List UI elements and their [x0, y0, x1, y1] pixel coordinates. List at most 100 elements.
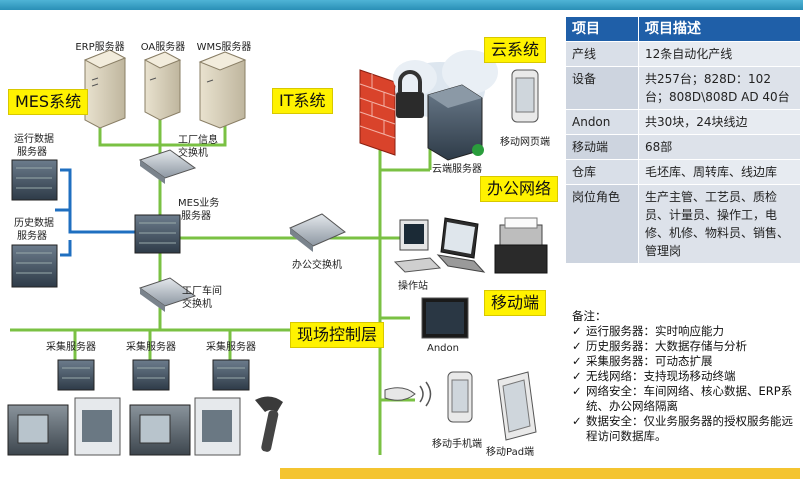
- run-data-server-label-1: 运行数据: [14, 134, 54, 145]
- cloud-server-label: 云端服务器: [432, 164, 482, 175]
- erp-server-icon: [83, 49, 127, 129]
- callout-office-network: 办公网络: [480, 176, 559, 202]
- note-text: 数据安全：仅业务服务器的授权服务能远程访问数据库。: [586, 414, 793, 443]
- note-item: ✓ 网络安全：车间网络、核心数据、ERP系统、办公网络隔离: [572, 384, 798, 414]
- printer-icon: [494, 217, 548, 274]
- note-item: ✓ 采集服务器：可动态扩展: [572, 354, 798, 369]
- table-value: 共30块，24块线边: [638, 109, 801, 135]
- note-text: 采集服务器：可动态扩展: [586, 354, 713, 368]
- collect-server-2-icon: [132, 359, 170, 391]
- mobile-web-phone-icon: [511, 69, 539, 123]
- run-data-server-label-2: 服务器: [17, 147, 47, 158]
- mobile-pad-icon: [497, 371, 537, 441]
- blue-links: [55, 168, 140, 257]
- notes-block: 备注： ✓ 运行服务器：实时响应能力 ✓ 历史服务器：大数据存储与分析 ✓ 采集服务器…: [572, 309, 798, 444]
- table-key: Andon: [565, 109, 639, 135]
- table-value: 生产主管、工艺员、质检员、计量员、操作工，电修、机修、物料员、销售、管理岗: [638, 184, 801, 264]
- workshop-switch-icon: [138, 277, 197, 312]
- note-item: ✓ 无线网络：支持现场移动终端: [572, 369, 798, 384]
- mobile-pad-label: 移动Pad端: [486, 447, 535, 458]
- table-key: 仓库: [565, 159, 639, 185]
- collect-server-label-2: 采集服务器: [126, 342, 176, 353]
- collect-server-label-3: 采集服务器: [206, 342, 256, 353]
- note-text: 运行服务器：实时响应能力: [586, 324, 724, 338]
- table-key: 设备: [565, 66, 639, 110]
- note-item: ✓ 历史服务器：大数据存储与分析: [572, 339, 798, 354]
- firewall-icon: [359, 69, 396, 156]
- table-value: 68部: [638, 134, 801, 160]
- note-item: ✓ 运行服务器：实时响应能力: [572, 324, 798, 339]
- andon-label: Andon: [427, 343, 459, 354]
- top-banner: [0, 0, 803, 10]
- workstation-icon: [393, 219, 442, 273]
- callout-cloud-system: 云系统: [484, 37, 547, 63]
- workshop-switch-label-2: 交换机: [182, 299, 212, 310]
- mobile-handset-icon: [447, 371, 473, 423]
- note-text: 网络安全：车间网络、核心数据、ERP系统、办公网络隔离: [586, 384, 793, 413]
- collect-server-label-1: 采集服务器: [46, 342, 96, 353]
- table-header-item: 项目: [565, 16, 639, 42]
- erp-server-label: ERP服务器: [75, 42, 125, 53]
- workshop-switch-label-1: 工厂车间: [182, 286, 222, 297]
- note-text: 无线网络：支持现场移动终端: [586, 369, 736, 383]
- mes-biz-server-icon: [134, 214, 181, 254]
- wireless-ap-icon: [384, 381, 432, 407]
- notes-title: 备注：: [572, 309, 607, 323]
- wms-server-icon: [198, 51, 247, 129]
- hist-data-server-label-2: 服务器: [17, 231, 47, 242]
- table-key: 产线: [565, 41, 639, 67]
- check-icon: ✓: [572, 414, 582, 428]
- bottom-banner: [280, 468, 800, 479]
- table-value: 共257台；828D：102台；808D\808D AD 40台: [638, 66, 801, 110]
- laptop-icon: [436, 217, 486, 273]
- barcode-scanner-icon: [255, 396, 283, 452]
- office-switch-icon: [289, 213, 346, 252]
- factory-info-switch-label-1: 工厂信息: [178, 135, 218, 146]
- oa-server-icon: [143, 51, 182, 121]
- table-value: 毛坯库、周转库、线边库: [638, 159, 801, 185]
- office-switch-label: 办公交换机: [292, 260, 342, 271]
- hist-data-server-label-1: 历史数据: [14, 218, 54, 229]
- workstation-label: 操作站: [398, 281, 428, 292]
- mobile-phone-label: 移动手机端: [432, 439, 482, 450]
- table-value: 12条自动化产线: [638, 41, 801, 67]
- mobile-web-label: 移动网页端: [500, 137, 550, 148]
- table-row: 岗位角色生产主管、工艺员、质检员、计量员、操作工，电修、机修、物料员、销售、管理…: [565, 184, 801, 264]
- table-row: 设备共257台；828D：102台；808D\808D AD 40台: [565, 66, 801, 110]
- mes-biz-server-label-2: 服务器: [181, 211, 211, 222]
- table-row: 仓库毛坯库、周转库、线边库: [565, 159, 801, 185]
- callout-mes-system: MES系统: [8, 89, 89, 115]
- wms-server-label: WMS服务器: [196, 42, 252, 53]
- check-icon: ✓: [572, 369, 582, 383]
- note-item: ✓ 数据安全：仅业务服务器的授权服务能远程访问数据库。: [572, 414, 798, 444]
- callout-it-system: IT系统: [272, 88, 333, 114]
- collect-server-1-icon: [57, 359, 95, 391]
- cloud-server-icon: [427, 84, 484, 161]
- andon-screen-icon: [421, 297, 469, 339]
- cnc-machine-icon: [7, 397, 241, 456]
- check-icon: ✓: [572, 354, 582, 368]
- check-icon: ✓: [572, 384, 582, 398]
- table-key: 移动端: [565, 134, 639, 160]
- collect-server-3-icon: [212, 359, 250, 391]
- note-text: 历史服务器：大数据存储与分析: [586, 339, 747, 353]
- history-data-server-icon: [11, 244, 58, 288]
- oa-server-label: OA服务器: [140, 42, 186, 53]
- run-data-server-icon: [11, 159, 58, 201]
- callout-mobile: 移动端: [484, 290, 547, 316]
- lock-icon: [396, 70, 424, 118]
- table-key: 岗位角色: [565, 184, 639, 264]
- factory-info-switch-icon: [138, 149, 197, 184]
- callout-field-control: 现场控制层: [290, 322, 385, 348]
- table-header-desc: 项目描述: [638, 16, 801, 42]
- mes-biz-server-label-1: MES业务: [178, 198, 220, 209]
- factory-info-switch-label-2: 交换机: [178, 148, 208, 159]
- check-icon: ✓: [572, 324, 582, 338]
- check-icon: ✓: [572, 339, 582, 353]
